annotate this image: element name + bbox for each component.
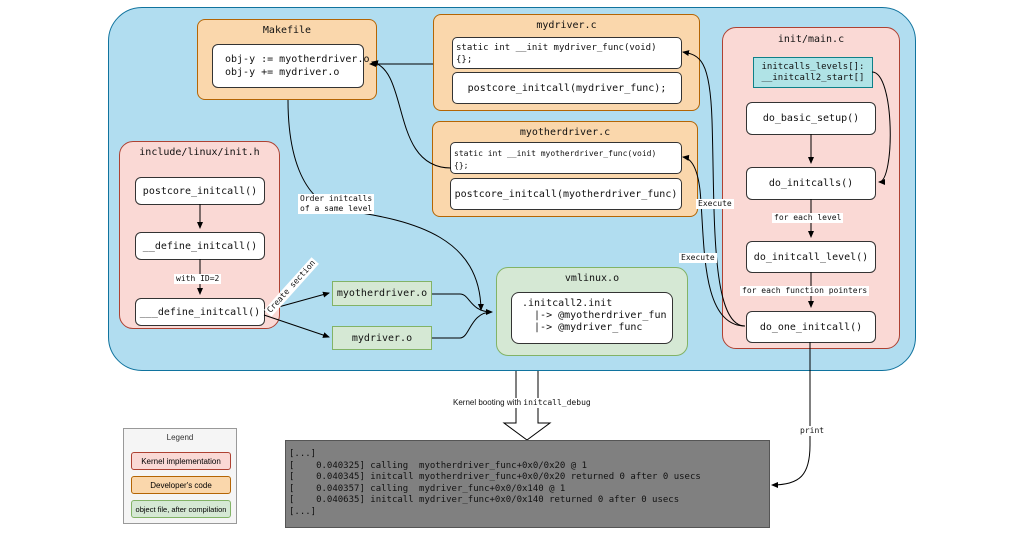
init-h-title: include/linux/init.h: [139, 147, 260, 158]
execute-label-1: Execute: [696, 199, 734, 209]
legend-object-file: object file, after compilation: [131, 500, 231, 518]
initcalls-levels-array: initcalls_levels[]: __initcall2_start[]: [753, 57, 873, 88]
initcall-levels-arrow: [871, 71, 891, 185]
mydriver-c-title: mydriver.c: [536, 20, 597, 31]
kernel-boot-label-code: initcall_debug: [523, 398, 591, 407]
legend-title: Legend: [166, 433, 194, 442]
for-each-level-label: for each level: [772, 213, 844, 223]
mydriver-postcore-initcall: postcore_initcall(mydriver_func);: [452, 72, 682, 104]
mydriver-object-file: mydriver.o: [332, 326, 432, 350]
myotherdriver-c-panel: myotherdriver.c static int __init myothe…: [432, 121, 698, 217]
print-arrow: [771, 342, 811, 488]
execute-label-2: Execute: [679, 253, 717, 263]
object-link-arrow-2: [432, 311, 493, 339]
vmlinux-title: vmlinux.o: [564, 273, 620, 284]
legend-kernel-implementation: Kernel implementation: [131, 452, 231, 470]
mydriver-c-panel: mydriver.c static int __init mydriver_fu…: [433, 14, 700, 111]
define-initcall-macro: __define_initcall(): [135, 232, 265, 260]
myotherdriver-c-title: myotherdriver.c: [519, 127, 611, 138]
with-id-label: with ID=2: [174, 274, 222, 284]
legend-panel: Legend Kernel implementation Developer's…: [123, 428, 237, 524]
create-section-arrow-2: [263, 314, 330, 338]
init-main-title: init/main.c: [777, 34, 845, 45]
mydriver-func-declaration: static int __init mydriver_func(void) {}…: [452, 37, 682, 69]
define-initcall-internal-macro: ___define_initcall(): [135, 298, 265, 326]
order-initcalls-label: Order initcalls of a same level: [298, 194, 375, 214]
makefile-ref-arrow-myotherdriver: [371, 60, 452, 169]
print-label: print: [798, 426, 827, 436]
legend-developers-code: Developer's code: [131, 476, 231, 494]
myotherdriver-func-declaration: static int __init myotherdriver_func(voi…: [450, 142, 682, 174]
execute-arrow-mydriver: [682, 50, 746, 327]
execute-arrow-myotherdriver: [682, 154, 746, 327]
kernel-log-console: [...] [ 0.040325] calling myotherdriver_…: [285, 440, 770, 528]
myotherdriver-postcore-initcall: postcore_initcall(myotherdriver_func): [450, 178, 682, 210]
makefile-panel: Makefile obj-y := myotherdriver.o obj-y …: [197, 19, 377, 100]
init-h-panel: include/linux/init.h postcore_initcall()…: [119, 141, 280, 329]
kernel-boot-label-text: Kernel booting with: [453, 398, 524, 407]
vmlinux-panel: vmlinux.o .initcall2.init |-> @myotherdr…: [496, 267, 688, 356]
do-initcall-level-function: do_initcall_level(): [746, 241, 876, 273]
do-one-initcall-function: do_one_initcall(): [746, 311, 876, 343]
initcall2-section: .initcall2.init |-> @myotherdriver_fun |…: [511, 292, 673, 344]
myotherdriver-object-file: myotherdriver.o: [332, 281, 432, 306]
postcore-initcall-macro: postcore_initcall(): [135, 177, 265, 205]
makefile-content: obj-y := myotherdriver.o obj-y += mydriv…: [212, 44, 370, 88]
makefile-title: Makefile: [262, 25, 312, 36]
for-each-function-pointers-label: for each function pointers: [740, 286, 870, 296]
kernel-boot-label: Kernel booting with initcall_debug: [451, 398, 593, 408]
object-link-arrow-1: [432, 293, 493, 315]
